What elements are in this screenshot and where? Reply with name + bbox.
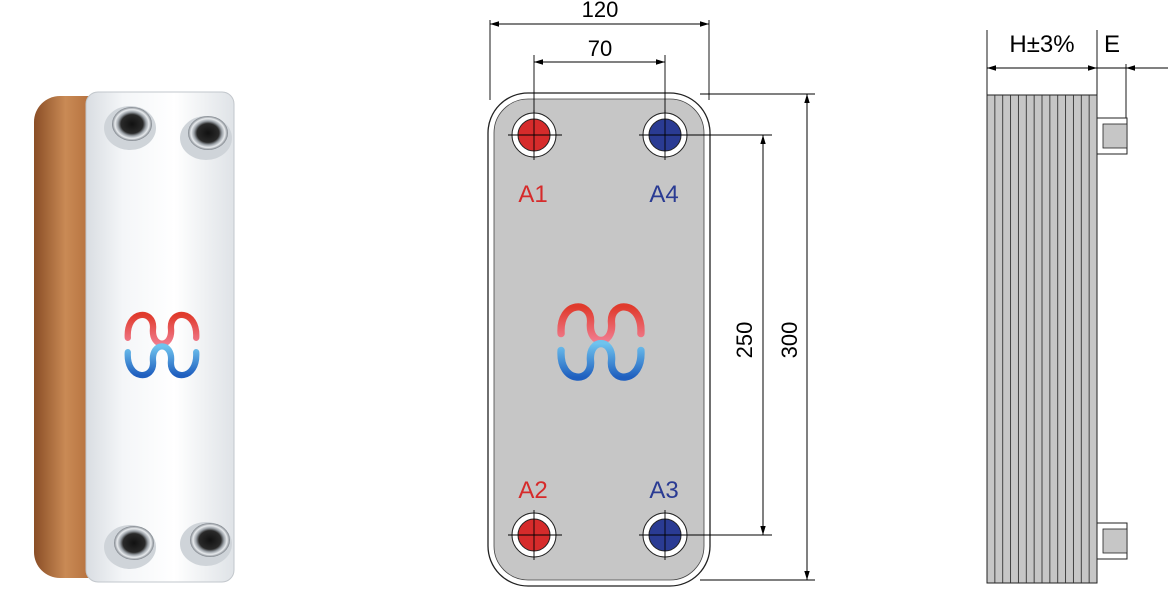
front-plate <box>85 91 235 583</box>
port-label-a2: A2 <box>518 477 547 504</box>
port-label-a3: A3 <box>649 477 678 504</box>
photo-nozzle-top-right <box>180 116 232 160</box>
front-view: 120 70 250 300 A1 <box>487 0 815 587</box>
port-a2 <box>508 510 562 560</box>
side-extension-lines <box>986 30 1127 124</box>
dim-overall-height: 300 <box>777 322 802 359</box>
photo-nozzle-bottom-left <box>104 525 156 569</box>
side-view: H±3% E <box>986 30 1168 584</box>
port-label-a4: A4 <box>649 181 678 208</box>
thickness-label: H±3% <box>1009 31 1074 58</box>
port-label-a1: A1 <box>518 181 547 208</box>
product-photo <box>34 91 235 583</box>
brand-loops-logo-icon <box>124 311 200 379</box>
dim-port-spacing-v: 250 <box>732 322 757 359</box>
plate-divider-lines <box>994 95 1090 583</box>
side-connection-bottom <box>1096 522 1128 560</box>
port-a4 <box>639 110 692 160</box>
dim-overall-width: 120 <box>582 0 619 22</box>
side-connection-top <box>1096 117 1128 155</box>
photo-nozzle-bottom-right <box>180 522 232 566</box>
brand-loops-logo-icon <box>557 303 645 381</box>
port-a1 <box>508 110 562 160</box>
port-a3 <box>639 510 692 560</box>
photo-nozzle-top-left <box>104 106 156 150</box>
dim-port-spacing-h: 70 <box>588 36 612 61</box>
connection-label: E <box>1104 31 1120 58</box>
